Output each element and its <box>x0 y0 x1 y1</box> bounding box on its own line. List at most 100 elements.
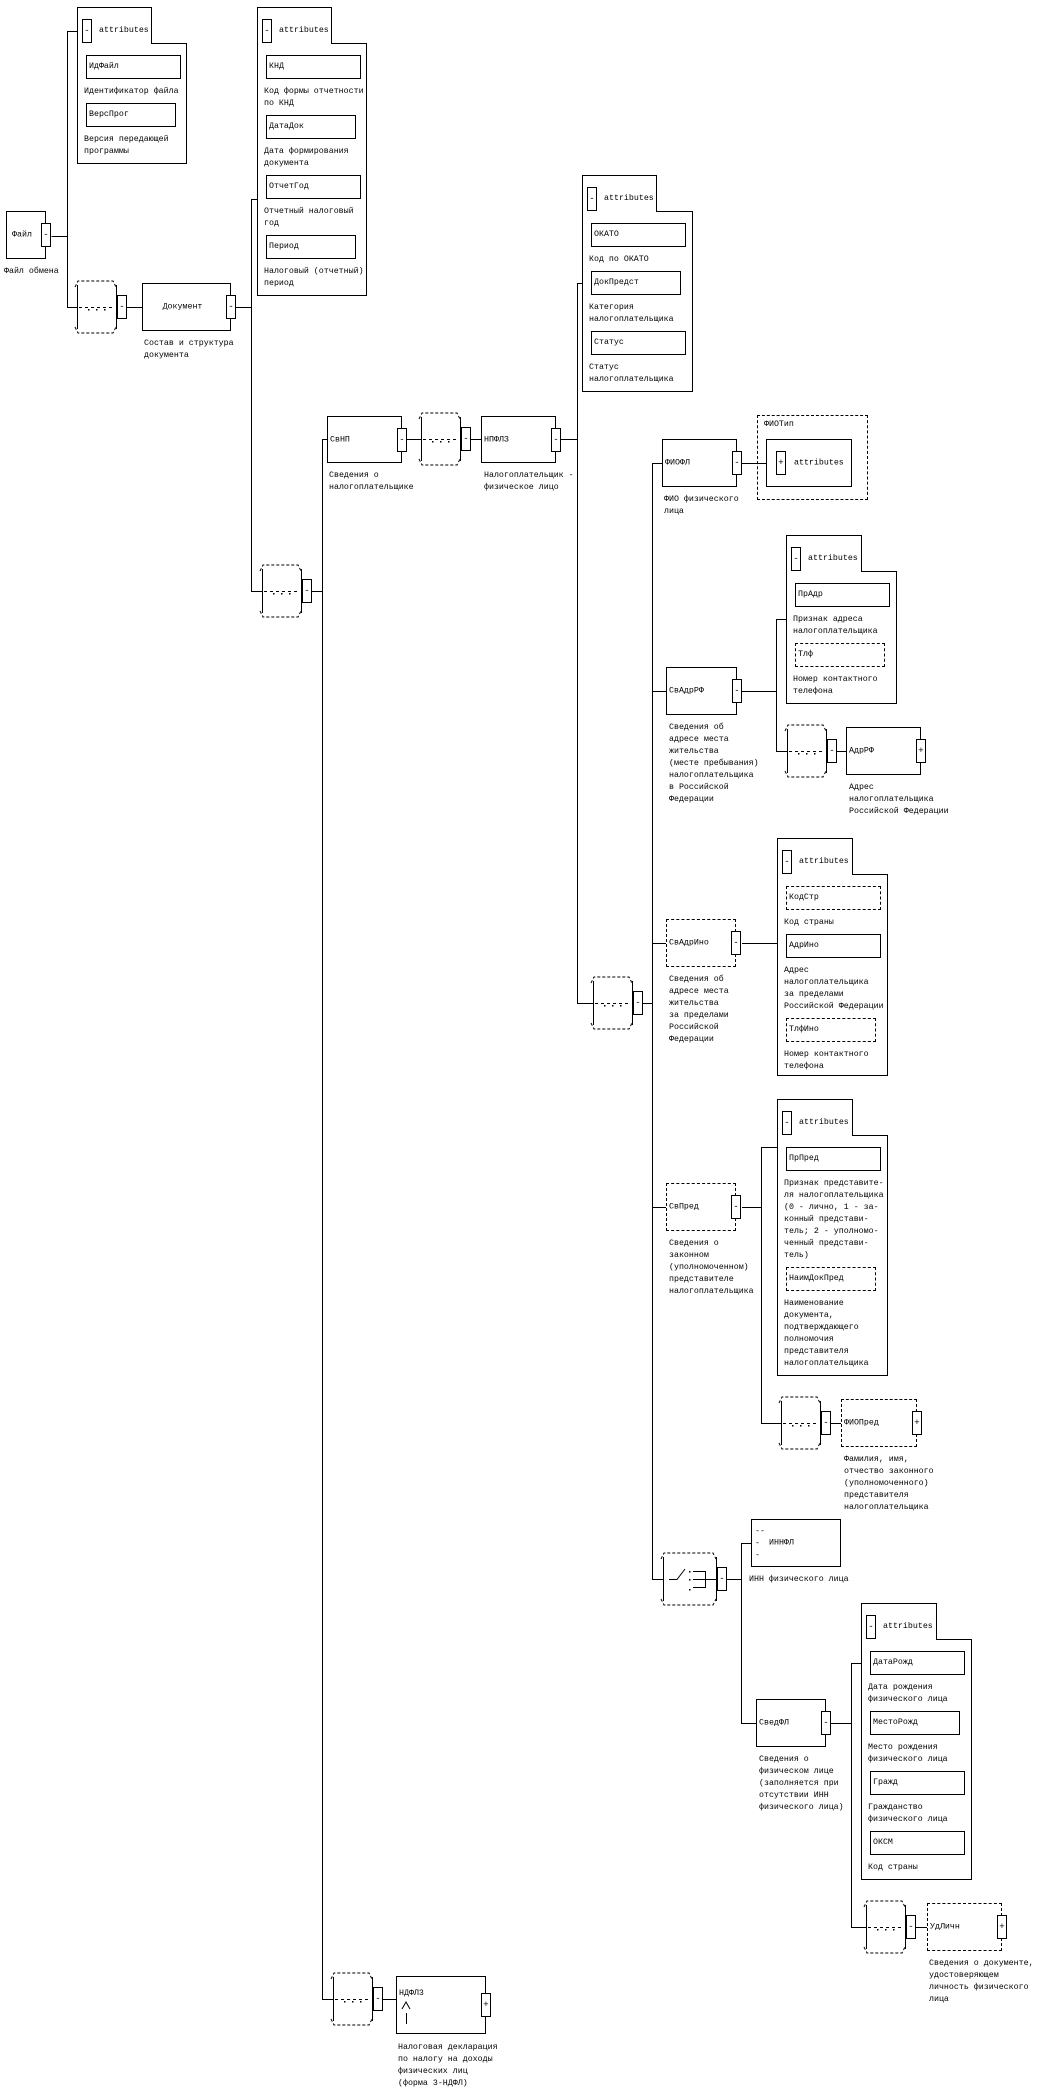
element-fiopred[interactable]: ФИОПред <box>841 1399 917 1447</box>
connector-line <box>322 439 330 2000</box>
attribute-npflz-1[interactable]: ДокПредст <box>591 271 681 295</box>
element-name: УдЛичн <box>930 1922 960 1932</box>
element-svedfl[interactable]: СведФЛ <box>756 1699 826 1747</box>
sequence-collapse-button[interactable]: - <box>821 1411 831 1435</box>
connector-line <box>577 283 590 1004</box>
element-ndfl3[interactable]: НДФЛ3 <box>396 1976 486 2034</box>
attributes-group-outline-svedfl <box>861 1603 972 1880</box>
attribute-caption: Категория налогоплательщика <box>589 303 674 324</box>
sequence-collapse-button[interactable]: - <box>633 991 643 1015</box>
attributes-dokument-collapse-button[interactable]: - <box>262 19 272 43</box>
attribute-dokument-3[interactable]: Период <box>266 235 356 259</box>
element-svadrrf-caption: Сведения об адресе места жительства (мес… <box>669 723 759 804</box>
sequence-collapse-button[interactable]: - <box>827 739 837 763</box>
attribute-fail-1[interactable]: ВерсПрог <box>86 103 176 127</box>
attribute-caption: Гражданство физического лица <box>868 1803 948 1824</box>
element-fail-expander[interactable]: - <box>41 223 51 247</box>
choice-collapse-button[interactable]: - <box>717 1567 727 1591</box>
element-svpred[interactable]: СвПред <box>666 1183 736 1231</box>
complex-type-name: ФИОТип <box>764 420 794 429</box>
attribute-svedfl-1[interactable]: МестоРожд <box>870 1711 960 1735</box>
element-svadrino[interactable]: СвАдрИно <box>666 919 736 967</box>
attribute-svedfl-3[interactable]: ОКСМ <box>870 1831 965 1855</box>
connector-line <box>776 619 786 752</box>
attributes-fail-collapse-button[interactable]: - <box>82 19 92 43</box>
element-svpred-expander[interactable]: - <box>731 1195 741 1219</box>
attribute-caption: Место рождения физического лица <box>868 1743 948 1764</box>
compositor-bracket-top <box>259 564 302 572</box>
sequence-collapse-button[interactable]: - <box>302 579 312 603</box>
compositor-bracket-top <box>330 1972 373 1980</box>
element-fail[interactable]: Файл <box>6 211 46 259</box>
attribute-caption: Код по ОКАТО <box>589 255 649 264</box>
element-adrrf-expander[interactable]: + <box>916 739 926 763</box>
element-fiopred-caption: Фамилия, имя, отчество законного (уполно… <box>844 1455 934 1512</box>
sequence-dot <box>885 1929 887 1931</box>
element-udlichn-expander[interactable]: + <box>997 1915 1007 1939</box>
attribute-svpred-0[interactable]: ПрПред <box>786 1147 881 1171</box>
reference-arrow-icon <box>401 2000 411 2024</box>
element-name: ФИОФЛ <box>665 458 690 468</box>
sequence-dot <box>798 753 800 755</box>
element-innfl[interactable]: ИННФЛ---- <box>751 1519 841 1567</box>
element-svnp[interactable]: СвНП <box>327 416 402 463</box>
attribute-svpred-1[interactable]: НаимДокПред <box>786 1267 876 1291</box>
element-svadrrf[interactable]: СвАдрРФ <box>666 667 737 715</box>
fiotip-attributes-expand-button[interactable]: + <box>776 451 786 475</box>
attribute-dokument-0[interactable]: КНД <box>266 55 361 79</box>
element-fiopred-expander[interactable]: + <box>912 1411 922 1435</box>
element-name: Файл <box>12 230 32 240</box>
element-ndfl3-expander[interactable]: + <box>481 1993 491 2017</box>
attribute-dokument-2[interactable]: ОтчетГод <box>266 175 361 199</box>
element-dokument[interactable]: Документ <box>142 283 231 331</box>
sequence-collapse-button[interactable]: - <box>906 1915 916 1939</box>
attribute-caption: Код страны <box>868 1863 918 1872</box>
connector-line <box>67 31 77 308</box>
element-svnp-caption: Сведения о налогоплательщике <box>329 471 414 492</box>
attribute-fail-0[interactable]: ИдФайл <box>86 55 181 79</box>
compositor-bracket-bottom <box>863 1946 906 1954</box>
element-npflz[interactable]: НПФЛЗ <box>481 416 556 463</box>
sequence-dot <box>432 441 434 443</box>
attribute-npflz-0[interactable]: ОКАТО <box>591 223 686 247</box>
attribute-svedfl-0[interactable]: ДатаРожд <box>870 1651 965 1675</box>
choice-dot <box>689 1571 691 1573</box>
element-name: Документ <box>162 302 203 312</box>
compositor-bracket-top <box>778 1396 821 1404</box>
element-svedfl-expander[interactable]: - <box>821 1711 831 1735</box>
attributes-svadrino-collapse-button[interactable]: - <box>782 850 792 874</box>
element-npflz-expander[interactable]: - <box>551 427 561 452</box>
attribute-svadrrf-0[interactable]: ПрАдр <box>795 583 890 607</box>
element-svadrrf-expander[interactable]: - <box>732 679 742 703</box>
attributes-npflz-collapse-button[interactable]: - <box>587 187 597 211</box>
attributes-svedfl-collapse-button[interactable]: - <box>866 1615 876 1639</box>
sequence-collapse-button[interactable]: - <box>461 427 471 451</box>
attribute-svadrino-1[interactable]: АдрИно <box>786 934 881 958</box>
sequence-collapse-button[interactable]: - <box>373 1987 383 2011</box>
attribute-npflz-2[interactable]: Статус <box>591 331 686 355</box>
sequence-collapse-button[interactable]: - <box>117 295 127 319</box>
element-dokument-expander[interactable]: - <box>226 295 236 319</box>
attribute-svadrrf-1[interactable]: Тлф <box>795 643 885 667</box>
attribute-dokument-1[interactable]: ДатаДок <box>266 115 356 139</box>
attribute-svadrino-2[interactable]: ТлфИно <box>786 1018 876 1042</box>
attributes-svpred-collapse-button[interactable]: - <box>782 1111 792 1135</box>
sequence-dot <box>352 2001 354 2003</box>
attributes-svadrrf-collapse-button[interactable]: - <box>791 547 801 571</box>
element-fiofl-expander[interactable]: - <box>732 451 742 475</box>
sequence-dot <box>289 593 291 595</box>
element-svadrino-expander[interactable]: - <box>731 931 741 955</box>
connector-line <box>851 1663 863 1928</box>
element-svnp-expander[interactable]: - <box>397 427 407 452</box>
attribute-svadrino-0[interactable]: КодСтр <box>786 886 881 910</box>
element-svpred-caption: Сведения о законном (уполномоченном) пре… <box>669 1239 754 1296</box>
element-adrrf[interactable]: АдрРФ <box>846 727 921 775</box>
attribute-svedfl-2[interactable]: Гражд <box>870 1771 965 1795</box>
attributes-npflz-label: attributes <box>604 194 654 203</box>
element-fiofl[interactable]: ФИОФЛ <box>662 439 737 487</box>
element-fiofl-caption: ФИО физического лица <box>664 495 739 516</box>
element-udlichn[interactable]: УдЛичн <box>927 1903 1002 1951</box>
compositor-bracket-top <box>590 976 633 984</box>
compositor-bracket-top <box>418 412 461 420</box>
